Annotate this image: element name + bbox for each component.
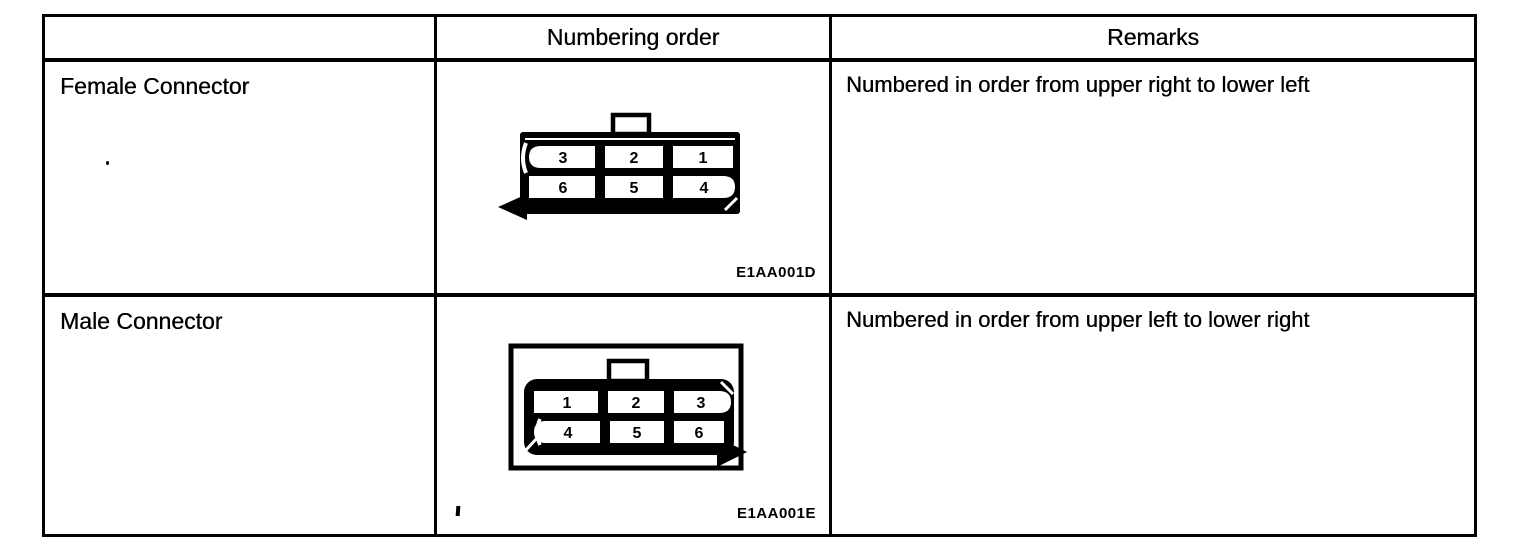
header-remarks: Remarks (832, 17, 1474, 62)
arrowhead-right-icon (717, 437, 747, 467)
pin-cell-4 (673, 176, 735, 198)
female-connector-label: Female Connector (60, 73, 250, 99)
pin-cells (534, 391, 731, 443)
figure-cell-male: 1 2 3 4 5 6 E1AA001E (437, 297, 832, 534)
remark-male-text: Numbered in order from upper left to low… (846, 307, 1310, 332)
header-remarks-label: Remarks (1106, 24, 1199, 50)
band-gap-corner-notch (719, 380, 735, 396)
pin-cell-2 (608, 391, 664, 413)
arrowhead-left-icon (498, 194, 527, 220)
pin-number: 5 (633, 425, 642, 442)
pin-cell-6 (529, 176, 595, 198)
connector-body (520, 132, 740, 214)
connector-body (524, 379, 734, 455)
pin-cell-1 (673, 146, 733, 168)
scan-artifact-tick (455, 505, 461, 517)
remark-male: Numbered in order from upper left to low… (832, 297, 1474, 534)
band-gap-corner-notch (723, 196, 739, 212)
row-label-female-connector: Female Connector (45, 62, 437, 297)
pin-number: 2 (630, 150, 639, 167)
pin-cell-3 (674, 391, 731, 413)
pin-cell-3 (529, 146, 595, 168)
figure-code: E1AA001E (736, 505, 816, 522)
header-blank (45, 17, 437, 62)
male-connector-label: Male Connector (60, 308, 223, 334)
band-gap-corner-notch (524, 435, 540, 452)
remark-female: Numbered in order from upper right to lo… (832, 62, 1474, 297)
band-gap-left-arc (521, 142, 528, 174)
figure-code: E1AA001D (736, 264, 816, 281)
figure-cell-female: 3 2 1 6 5 4 E1AA001D (437, 62, 832, 297)
pin-number: 1 (563, 395, 572, 412)
pin-cells (529, 146, 735, 198)
female-connector-diagram: 3 2 1 6 5 4 (498, 112, 740, 220)
connector-tab (610, 112, 652, 137)
connector-numbering-table: Numbering order Remarks Female Connector (42, 14, 1477, 537)
pin-number: 2 (632, 395, 641, 412)
row-label-male-connector: Male Connector (45, 297, 437, 534)
pin-cell-5 (610, 421, 664, 443)
pin-number: 1 (699, 150, 708, 167)
pin-number: 3 (559, 150, 568, 167)
scan-artifact-dot (106, 161, 109, 165)
pin-number: 4 (700, 180, 709, 197)
pin-number: 3 (697, 395, 706, 412)
connector-tab (606, 358, 650, 384)
pin-cell-1 (534, 391, 598, 413)
pin-numbers: 3 2 1 6 5 4 (559, 150, 709, 197)
pin-cell-5 (605, 176, 663, 198)
pin-cell-4 (534, 421, 600, 443)
pin-numbers: 1 2 3 4 5 6 (563, 395, 706, 442)
header-numbering-order-label: Numbering order (546, 24, 720, 50)
male-connector-diagram: 1 2 3 4 5 6 (508, 343, 747, 471)
pin-number: 6 (695, 425, 704, 442)
pin-cell-2 (605, 146, 663, 168)
remark-female-text: Numbered in order from upper right to lo… (846, 72, 1310, 97)
pin-number: 5 (630, 180, 639, 197)
header-numbering-order: Numbering order (437, 17, 832, 62)
pin-cell-6 (674, 421, 724, 443)
pin-number: 6 (559, 180, 568, 197)
pin-number: 4 (564, 425, 573, 442)
